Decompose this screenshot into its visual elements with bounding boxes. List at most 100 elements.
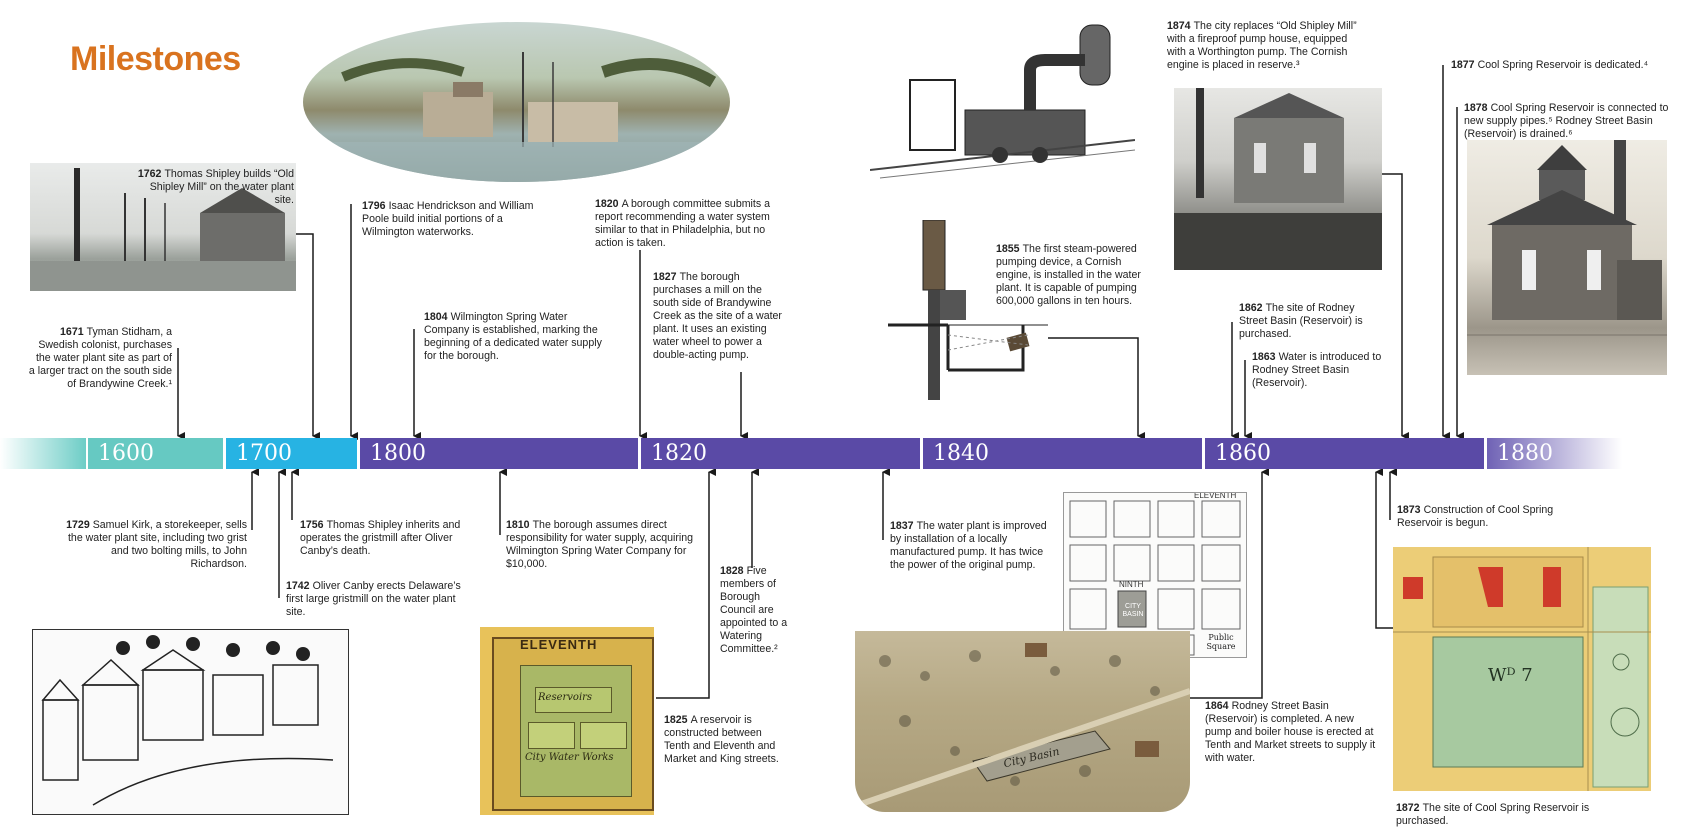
worthington-pump-illustration xyxy=(870,20,1135,185)
timeline-segment-1820: 1820 xyxy=(641,438,920,469)
map-label-ward-7: Wᴰ 7 xyxy=(1488,665,1533,686)
event-text: Oliver Canby erects Delaware’s first lar… xyxy=(286,580,461,618)
event-text: Cool Spring Reservoir is connected to ne… xyxy=(1464,102,1669,140)
event-text: Wilmington Spring Water Company is estab… xyxy=(424,311,602,362)
connector-1762 xyxy=(296,233,320,440)
event-year: 1872 xyxy=(1396,802,1420,814)
connector-1825 xyxy=(656,468,716,699)
mill-village-sketch xyxy=(32,629,349,815)
event-year: 1874 xyxy=(1167,20,1191,32)
map-label-reservoirs: Reservoirs xyxy=(538,692,593,703)
event-text: Tyman Stidham, a Swedish colonist, purch… xyxy=(28,326,172,390)
event-year: 1762 xyxy=(137,168,162,180)
event-text: The first steam-powered pumping device, … xyxy=(996,243,1141,307)
event-year: 1742 xyxy=(286,580,310,592)
event-text: Thomas Shipley inherits and operates the… xyxy=(300,519,461,557)
map-label-eleventh: ELEVENTH xyxy=(520,637,598,652)
event-year: 1828 xyxy=(720,565,744,577)
event-year: 1729 xyxy=(66,519,90,531)
event-year: 1825 xyxy=(664,714,688,726)
event-year: 1862 xyxy=(1239,302,1263,314)
plat-label-ninth: NINTH xyxy=(1119,580,1144,589)
rodney-street-plat-map: ELEVENTH NINTH CITY BASIN Public Square xyxy=(1063,492,1247,658)
cool-spring-ward-map: Wᴰ 7 xyxy=(1393,547,1651,791)
cornish-engine-drawing xyxy=(888,220,1048,405)
connector-1864 xyxy=(1190,468,1269,699)
pump-house-photo xyxy=(1174,88,1382,270)
event-text: Rodney Street Basin (Reservoir) is compl… xyxy=(1205,700,1376,764)
map-label-city-water-works: City Water Works xyxy=(525,752,614,763)
timeline-segment-1700: 1700 xyxy=(226,438,357,469)
reservoir-map-1825: ELEVENTH Reservoirs City Water Works xyxy=(480,627,654,815)
event-text: A borough committee submits a report rec… xyxy=(595,198,770,249)
timeline-segment-1880: 1880 xyxy=(1487,438,1622,469)
timeline-lead-in xyxy=(0,438,86,469)
plat-label-city-basin: CITY BASIN xyxy=(1122,603,1144,618)
timeline-segment-1860: 1860 xyxy=(1205,438,1484,469)
timeline-segment-1600: 1600 xyxy=(88,438,223,469)
shipley-mill-photo xyxy=(30,163,296,291)
event-text: The borough assumes direct responsibilit… xyxy=(506,519,694,570)
city-basin-birdseye-view: City Basin xyxy=(855,631,1190,812)
decade-label: 1700 xyxy=(236,441,292,466)
connector-1872 xyxy=(1375,468,1393,629)
event-text: Thomas Shipley builds “Old Shipley Mill”… xyxy=(149,168,294,206)
event-year: 1804 xyxy=(424,311,448,323)
event-year: 1756 xyxy=(300,519,324,531)
event-year: 1863 xyxy=(1252,351,1276,363)
event-year: 1827 xyxy=(653,271,677,283)
event-year: 1671 xyxy=(60,326,84,338)
event-text: Water is introduced to Rodney Street Bas… xyxy=(1252,351,1382,389)
event-text: Samuel Kirk, a storekeeper, sells the wa… xyxy=(67,519,247,570)
event-text: The water plant is improved by installat… xyxy=(890,520,1047,571)
decade-label: 1860 xyxy=(1215,441,1271,466)
event-year: 1877 xyxy=(1451,59,1475,71)
event-year: 1855 xyxy=(996,243,1020,255)
event-year: 1810 xyxy=(506,519,530,531)
event-year: 1864 xyxy=(1205,700,1229,712)
decade-label: 1880 xyxy=(1497,441,1553,466)
decade-label: 1800 xyxy=(370,441,426,466)
plat-label-public-square: Public Square xyxy=(1206,633,1236,651)
event-year: 1878 xyxy=(1464,102,1488,114)
event-year: 1837 xyxy=(890,520,914,532)
event-text: The city replaces “Old Shipley Mill” wit… xyxy=(1167,20,1357,71)
decade-label: 1840 xyxy=(933,441,989,466)
event-text: The site of Rodney Street Basin (Reservo… xyxy=(1239,302,1363,340)
event-year: 1820 xyxy=(595,198,619,210)
event-year: 1796 xyxy=(362,200,386,212)
decade-label: 1820 xyxy=(651,441,707,466)
event-text: The borough purchases a mill on the sout… xyxy=(653,271,782,361)
page-title: Milestones xyxy=(70,40,241,78)
event-text: Isaac Hendrickson and William Poole buil… xyxy=(362,200,534,238)
timeline-segment-1800: 1800 xyxy=(360,438,638,469)
timeline-segment-1840: 1840 xyxy=(923,438,1202,469)
event-year: 1873 xyxy=(1397,504,1421,516)
cool-spring-building-photo xyxy=(1467,140,1667,375)
event-text: Construction of Cool Spring Reservoir is… xyxy=(1397,504,1554,529)
decade-label: 1600 xyxy=(98,441,154,466)
connector-1855 xyxy=(1048,337,1145,440)
event-text: The site of Cool Spring Reservoir is pur… xyxy=(1396,802,1590,827)
